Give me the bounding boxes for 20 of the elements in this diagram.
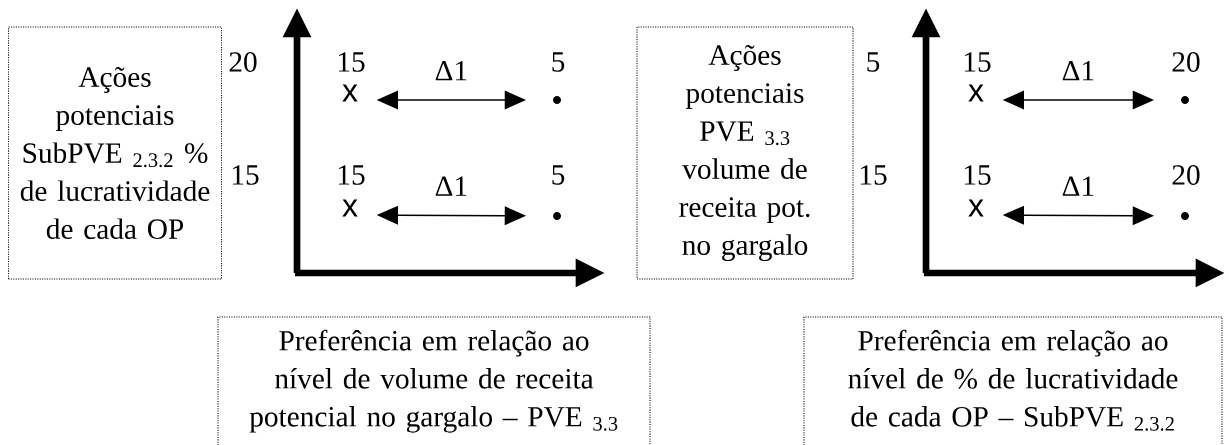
value-label: 15 <box>338 165 365 185</box>
text-box: Ações potenciais SubPVE $_{2.3.2}$ % de lucratividade de cada OP <box>7 26 223 280</box>
text-box: Ações potenciais PVE $_{3.3}$ volume de receita pot. no gargalo <box>636 26 854 280</box>
text-box: Preferência em relação ao nível de % de lucratividade de cada OP – SubPVE $_{2.3.2}$ <box>803 316 1223 445</box>
edge-label: Δ1 <box>1062 61 1094 81</box>
value-label: 5 <box>552 165 565 185</box>
value-label: 20 <box>1172 165 1200 185</box>
value-label: 20 <box>1172 52 1200 72</box>
value-label: 15 <box>964 52 991 72</box>
edge-label: Δ1 <box>1062 176 1094 196</box>
x-marker: x <box>342 84 358 102</box>
text-box: Preferência em relação ao nível de volume de receita potencial no gargalo – PVE $_{3.3}$ <box>217 316 651 445</box>
value-label: 15 <box>964 165 991 185</box>
x-marker: x <box>342 199 358 217</box>
value-label: 15 <box>338 52 365 72</box>
value-label: 5 <box>552 52 565 72</box>
edge-label: Δ1 <box>435 176 467 196</box>
x-marker: x <box>968 84 984 102</box>
x-marker: x <box>968 199 984 217</box>
edge-label: Δ1 <box>435 61 467 81</box>
